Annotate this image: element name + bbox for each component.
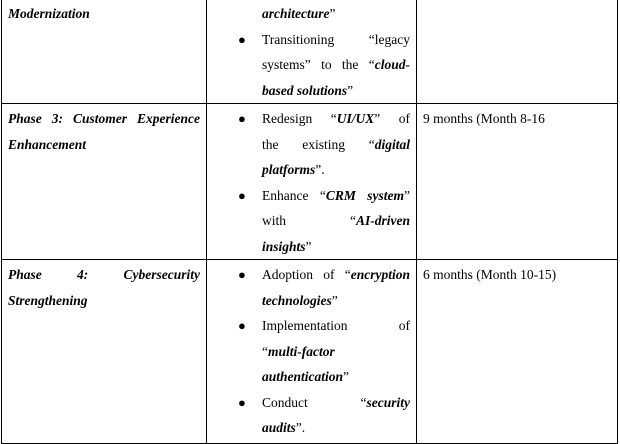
activities-cell: architecture” ● Transitioning “legacy syste…: [206, 0, 417, 104]
list-item: architecture”: [213, 1, 410, 27]
activity-text: technologies”: [262, 292, 338, 308]
activity-text: Implementation of: [262, 318, 410, 333]
activity-text: audits”.: [262, 420, 306, 435]
phase-label: Enhancement: [8, 136, 87, 152]
bullet-icon: ●: [238, 111, 246, 126]
activities-list: ● Redesign “UI/UX” of the existing “digita…: [213, 106, 410, 259]
activities-list: architecture” ● Transitioning “legacy syste…: [213, 1, 410, 103]
bullet-icon: ●: [238, 31, 246, 47]
list-item: ● Redesign “UI/UX” of the existing “digita…: [213, 106, 410, 183]
activity-text: Redesign “UI/UX” of: [262, 111, 410, 126]
activity-text: Enhance “CRM system”: [262, 187, 410, 203]
bullet-icon: ●: [238, 318, 246, 333]
phase-label: Phase 4: Cybersecurity: [8, 267, 200, 282]
list-item: ● Adoption of “encryption technologies”: [213, 262, 410, 313]
list-item: ● Conduct “security audits”.: [213, 390, 410, 441]
bullet-icon: ●: [238, 394, 246, 410]
duration-text: 9 months (Month 8-16: [423, 111, 545, 126]
activity-text: Adoption of “encryption: [262, 267, 410, 282]
activity-text: “multi-factor: [262, 343, 335, 359]
activity-text: insights”: [262, 238, 312, 254]
duration-cell: 9 months (Month 8-16: [416, 103, 618, 260]
duration-cell: 6 months (Month 10-15): [416, 259, 618, 444]
activity-text: with “AI-driven: [262, 213, 410, 228]
phase-cell: Modernization: [1, 0, 207, 104]
activity-text: the existing “digital: [262, 136, 410, 152]
list-item: ● Transitioning “legacy systems” to the “c…: [213, 27, 410, 104]
duration-cell: [416, 0, 618, 104]
bullet-icon: ●: [238, 267, 246, 282]
bullet-icon: ●: [238, 187, 246, 203]
phase-label: Modernization: [8, 6, 90, 21]
table-row: Modernization architecture” ● Transitioning…: [1, 0, 618, 104]
activity-text: based solutions”: [262, 82, 354, 98]
activities-cell: ● Adoption of “encryption technologies” ● Im…: [206, 259, 417, 444]
activities-list: ● Adoption of “encryption technologies” ● Im…: [213, 262, 410, 441]
phase-label: Phase 3: Customer Experience: [8, 111, 200, 126]
activity-text: systems” to the “cloud-: [262, 57, 410, 72]
phase-label: Strengthening: [8, 292, 88, 308]
activity-text: architecture”: [262, 6, 336, 21]
duration-text: 6 months (Month 10-15): [423, 267, 557, 282]
list-item: ● Enhance “CRM system” with “AI-driven insi…: [213, 183, 410, 260]
activity-text: Conduct “security: [262, 394, 410, 410]
list-item: ● Implementation of “multi-factor authentic…: [213, 313, 410, 390]
activity-text: platforms”.: [262, 162, 325, 177]
activity-text: authentication”: [262, 369, 350, 384]
activities-cell: ● Redesign “UI/UX” of the existing “digita…: [206, 103, 417, 260]
activity-text: Transitioning “legacy: [262, 31, 410, 47]
